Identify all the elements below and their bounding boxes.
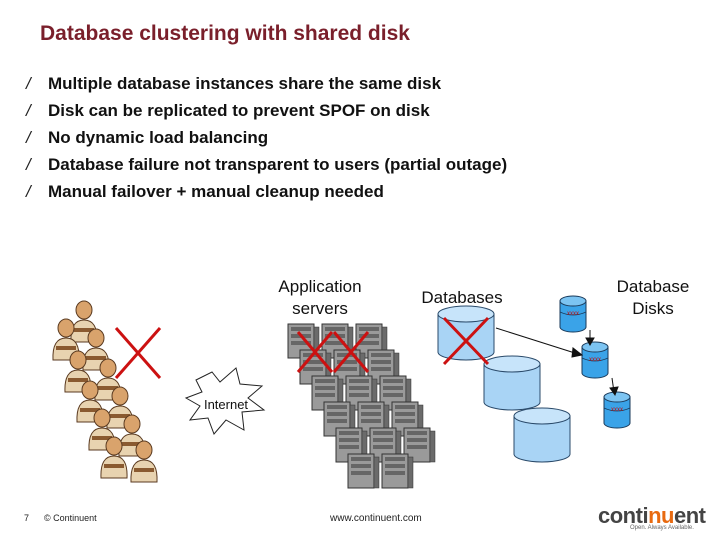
connector-arrow xyxy=(495,327,579,355)
disks-label-line2: Disks xyxy=(632,299,674,318)
app-servers-label-line1: Application xyxy=(278,277,362,296)
logo-text-part3: ent xyxy=(673,503,706,528)
arrow-head-icon xyxy=(585,337,595,347)
disk-icon xyxy=(581,341,609,379)
internet-label: Internet xyxy=(204,397,248,412)
connection-arrows xyxy=(495,327,619,397)
footer-url: www.continuent.com xyxy=(330,513,422,524)
database-icon xyxy=(513,407,571,463)
bullet-item: / Database failure not transparent to use… xyxy=(26,151,507,178)
database-icon xyxy=(437,305,495,361)
user-icons-group xyxy=(52,300,158,483)
server-icon xyxy=(381,453,414,489)
bullet-marker: / xyxy=(26,128,31,147)
bullet-marker: / xyxy=(26,74,31,93)
server-icon xyxy=(347,453,380,489)
bullet-text: Manual failover + manual cleanup needed xyxy=(48,182,384,201)
bullet-list: / Multiple database instances share the s… xyxy=(26,70,507,205)
database-icon xyxy=(483,355,541,411)
bullet-item: / Disk can be replicated to prevent SPOF … xyxy=(26,97,507,124)
disks-label: Database Disks xyxy=(598,276,708,320)
arrow-head-icon xyxy=(571,347,584,358)
failure-x-icon xyxy=(332,331,370,373)
disk-icon xyxy=(559,295,587,333)
failure-x-icon xyxy=(296,331,334,373)
logo-text-part2: nu xyxy=(648,503,674,528)
databases-label: Databases xyxy=(421,288,503,307)
bullet-marker: / xyxy=(26,155,31,174)
arrow-head-icon xyxy=(609,386,619,397)
slide-title: Database clustering with shared disk xyxy=(40,22,410,45)
bullet-text: Database failure not transparent to user… xyxy=(48,155,508,174)
failure-x-icon xyxy=(442,316,490,366)
bullet-marker: / xyxy=(26,182,31,201)
bullet-marker: / xyxy=(26,101,31,120)
bullet-item: / No dynamic load balancing xyxy=(26,124,507,151)
logo-tagline: Open. Always Available. xyxy=(630,525,694,531)
continuent-logo: continuent xyxy=(598,503,706,529)
internet-cloud-icon xyxy=(184,367,266,435)
bullet-text: No dynamic load balancing xyxy=(48,128,269,147)
app-servers-label-line2: servers xyxy=(292,299,348,318)
bullet-item: / Manual failover + manual cleanup needed xyxy=(26,178,507,205)
disks-label-line1: Database xyxy=(616,277,690,296)
app-servers-group xyxy=(287,323,436,489)
bullet-item: / Multiple database instances share the s… xyxy=(26,70,507,97)
copyright: © Continuent xyxy=(44,513,97,523)
bullet-text: Multiple database instances share the sa… xyxy=(48,74,442,93)
page-number: 7 xyxy=(24,513,30,523)
failure-x-icon xyxy=(114,327,162,379)
app-servers-label: Application servers xyxy=(250,276,390,320)
bullet-text: Disk can be replicated to prevent SPOF o… xyxy=(48,101,430,120)
disk-icon xyxy=(603,391,631,429)
logo-text-part1: conti xyxy=(598,503,649,528)
